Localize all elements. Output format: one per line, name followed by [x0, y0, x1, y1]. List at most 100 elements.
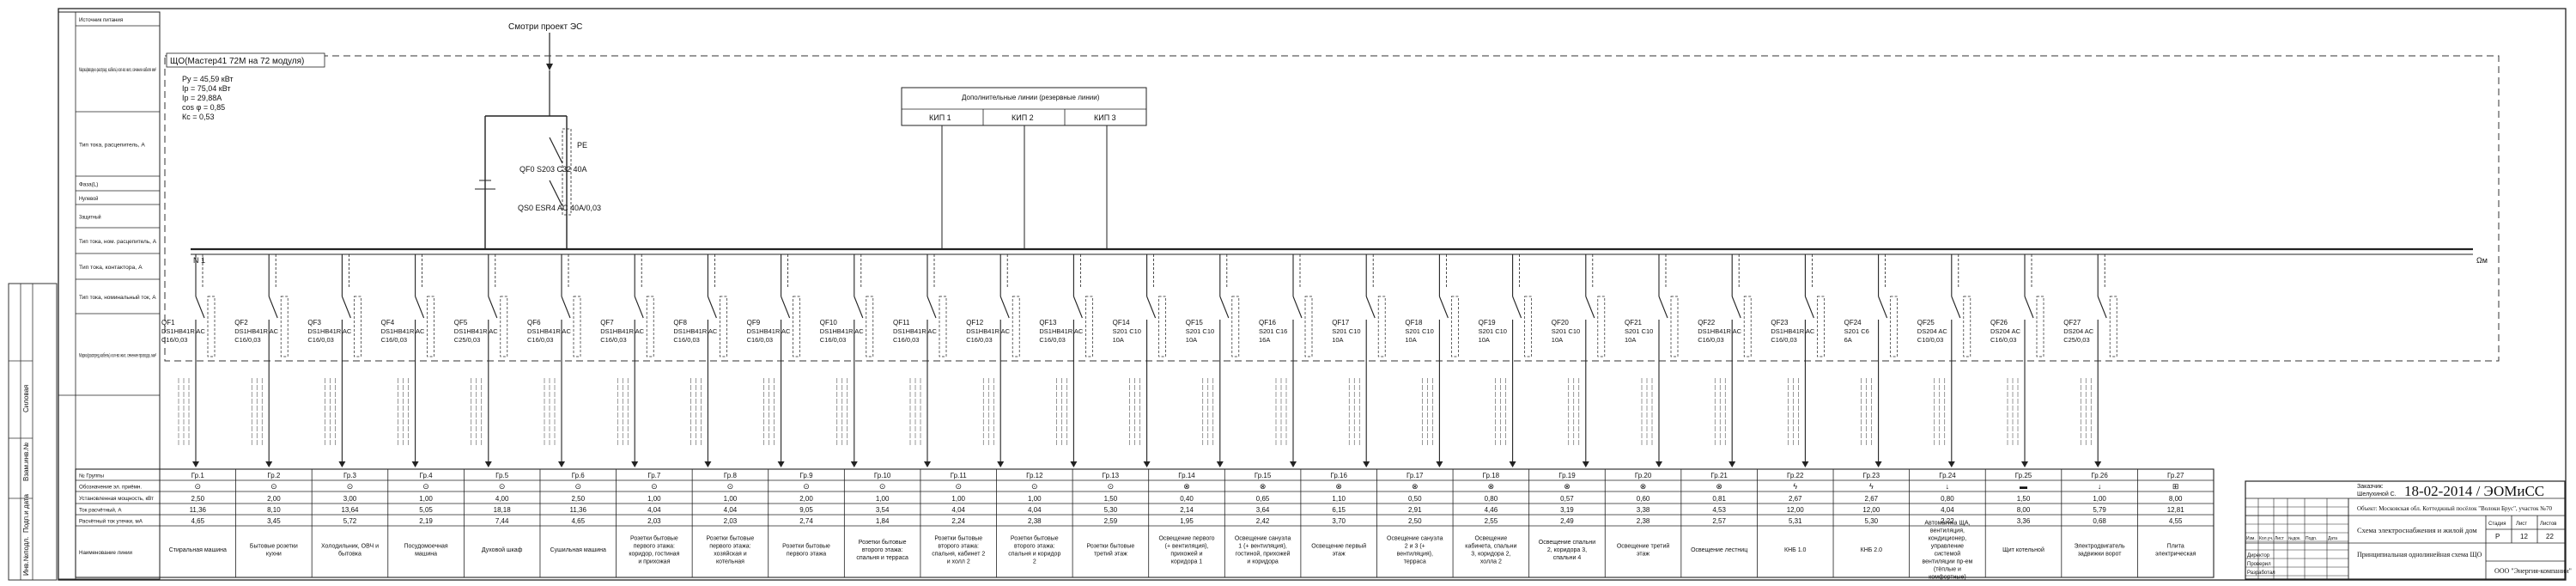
leak-current: 4,55	[2169, 517, 2183, 525]
sheet-value: 12	[2520, 533, 2528, 540]
side-label: Инв.№подл.	[22, 537, 30, 576]
load-symbol-icon: ⊙	[803, 482, 810, 491]
breaker-rating: 10А	[1113, 336, 1124, 344]
leak-current: 2,74	[799, 517, 813, 525]
leak-current: 1,95	[1180, 517, 1194, 525]
breaker-id: QF23	[1771, 319, 1789, 327]
panel-label-box	[166, 52, 325, 68]
leak-current: 2,22	[1941, 517, 1954, 525]
param-text: Ір = 29,88А	[182, 94, 222, 102]
group-number: Гр.1	[191, 472, 205, 479]
calc-current: 4,04	[1028, 506, 1042, 514]
installed-power: 1,10	[1332, 495, 1346, 503]
calc-current: 4,04	[1941, 506, 1954, 514]
breaker-type: S201 C6	[1844, 327, 1869, 335]
line-name-part: Освещение санузла	[1235, 536, 1291, 542]
line-name-part: Плита	[2167, 544, 2184, 550]
load-symbol-icon: ⊗	[1183, 482, 1190, 491]
load-symbol-icon: ⊙	[347, 482, 354, 491]
line-name-part: вентиляции пр-ем	[1922, 559, 1972, 565]
installed-power: 1,50	[2017, 495, 2031, 503]
line-name-part: кабинета, спальни	[1465, 543, 1516, 550]
table-row-label: Наименование линии	[79, 550, 133, 556]
breaker-id: QF20	[1552, 319, 1570, 327]
load-symbol-icon: ⊙	[727, 482, 734, 491]
line-name-part: 2	[1033, 559, 1036, 565]
installed-power: 1,00	[647, 495, 661, 503]
load-symbol-icon: ↓	[1946, 482, 1950, 491]
breaker-rating: 10А	[1625, 336, 1636, 344]
load-symbol-icon: ⊗	[1564, 482, 1571, 491]
panel-frame	[164, 55, 2500, 362]
breaker-rating: C16/0,03	[893, 336, 919, 344]
calc-current: 18,18	[494, 506, 512, 514]
customer-label: Заказчик:	[2357, 484, 2384, 490]
line-name-part: этаж	[1333, 552, 1346, 558]
leak-current: 2,24	[951, 517, 965, 525]
group-number: Гр.20	[1635, 472, 1652, 479]
group-number: Гр.5	[495, 472, 509, 479]
calc-current: 3,54	[876, 506, 890, 514]
breaker-id: QF10	[820, 319, 838, 327]
breaker-rating: 10А	[1405, 336, 1416, 344]
load-symbol-icon: ⊗	[1640, 482, 1647, 491]
leak-current: 5,31	[1789, 517, 1802, 525]
calc-current: 12,00	[1862, 506, 1880, 514]
calc-current: 3,38	[1637, 506, 1650, 514]
breaker-id: QF8	[673, 319, 687, 327]
line-name-part: КНБ 1.0	[1784, 547, 1807, 553]
breaker-type: DS1HB41R AC	[747, 327, 791, 335]
installed-power: 2,50	[571, 495, 585, 503]
drawing-title: Схема электроснабжения и жилой дом	[2357, 526, 2477, 534]
installed-power: 0,80	[1941, 495, 1954, 503]
leak-current: 3,70	[1332, 517, 1346, 525]
group-number: Гр.19	[1558, 472, 1576, 479]
line-name-part: бытовка	[338, 551, 361, 558]
installed-power: 3,00	[343, 495, 357, 503]
title-block-col: Подп.	[2306, 536, 2317, 541]
line-name-part: Освещение	[1475, 536, 1508, 542]
installed-power: 2,67	[1789, 495, 1802, 503]
line-name-part: Освещение санузла	[1387, 536, 1443, 542]
installed-power: 0,81	[1712, 495, 1726, 503]
line-name-part: первого этажа:	[709, 544, 750, 550]
line-name-part: первого этажа	[787, 552, 826, 558]
load-symbol-icon: ⊙	[499, 482, 506, 491]
installed-power: 0,50	[1408, 495, 1422, 503]
line-name-part: Освещение первого	[1158, 536, 1214, 542]
installed-power: 2,50	[191, 495, 205, 503]
line-name-part: Освещение спальни	[1539, 540, 1595, 546]
breaker-id: QF14	[1113, 319, 1131, 327]
leak-current: 4,65	[191, 517, 205, 525]
breaker-rating: C16/0,03	[234, 336, 260, 344]
load-symbol-icon: ⊞	[2172, 482, 2179, 491]
breaker-type: DS1HB41R AC	[1039, 327, 1083, 335]
leak-current: 2,57	[1712, 517, 1726, 525]
line-name-part: кондиционер,	[1929, 536, 1966, 542]
group-number: Гр.17	[1406, 472, 1424, 479]
breaker-id: QF18	[1405, 319, 1423, 327]
load-parameters: Ру = 45,59 кВт Ір = 75,04 кВт Ір = 29,88…	[182, 75, 234, 121]
breaker-rating: C16/0,03	[673, 336, 699, 344]
breaker-type: S201 C10	[1405, 327, 1433, 335]
line-name-part: первого этажа:	[634, 544, 675, 550]
group-number: Гр.4	[420, 472, 434, 479]
breaker-rating: C16/0,03	[1698, 336, 1723, 344]
line-name-part: и холл 2	[947, 559, 970, 565]
load-symbol-icon: ⊙	[879, 482, 886, 491]
line-name-part: и коридора	[1247, 559, 1279, 565]
breaker-id: QF6	[527, 319, 541, 327]
